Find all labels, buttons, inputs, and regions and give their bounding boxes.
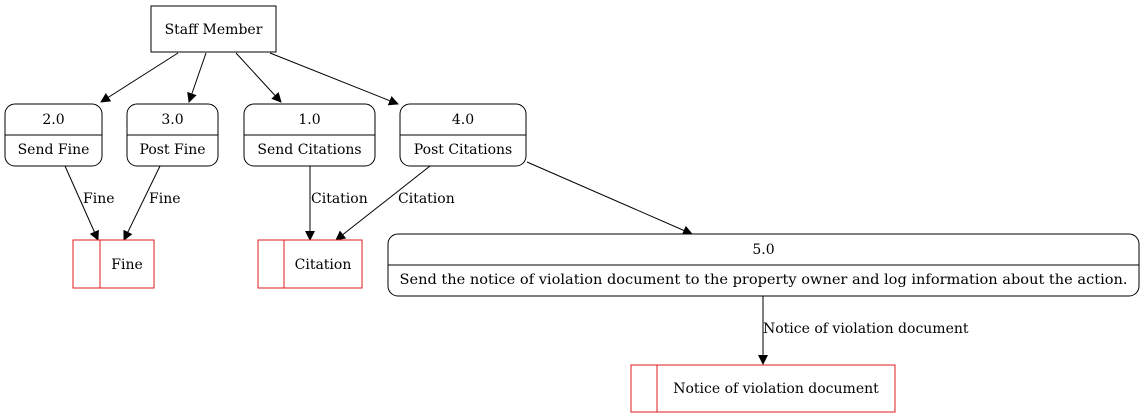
- staff-member-label: Staff Member: [165, 22, 263, 38]
- data-store-citation: Citation: [257, 239, 363, 289]
- process-id: 4.0: [452, 112, 474, 128]
- flow-staff-to-post-citations: [269, 52, 399, 106]
- flow-post-fine-to-fine: [123, 165, 161, 241]
- flow-label: Citation: [398, 191, 455, 207]
- process-send-notice: 5.0 Send the notice of violation documen…: [387, 233, 1140, 297]
- process-id: 3.0: [161, 112, 183, 128]
- process-post-fine: 3.0 Post Fine: [126, 103, 219, 167]
- process-name: Post Citations: [414, 142, 512, 158]
- process-name: Send the notice of violation document to…: [400, 272, 1128, 288]
- data-store-notice-of-violation: Notice of violation document: [630, 364, 896, 413]
- store-label: Citation: [295, 257, 352, 273]
- store-label: Notice of violation document: [673, 381, 879, 397]
- fine-flows: Fine Fine: [64, 165, 181, 241]
- process-send-fine: 2.0 Send Fine: [4, 103, 103, 167]
- process-post-citations: 4.0 Post Citations: [399, 103, 527, 167]
- staff-member-entity: Staff Member: [150, 5, 277, 53]
- entity-flows: [100, 52, 399, 106]
- citation-flows: Citation Citation: [305, 165, 455, 241]
- flow-staff-to-send-citations: [235, 52, 282, 103]
- process-id: 5.0: [752, 242, 774, 258]
- flow-label: Fine: [83, 191, 115, 207]
- process-name: Send Citations: [257, 142, 361, 158]
- data-store-fine: Fine: [72, 239, 155, 289]
- flow-staff-to-post-fine: [187, 52, 207, 103]
- flow-send-fine-to-fine: [64, 165, 99, 241]
- process-id: 2.0: [42, 112, 64, 128]
- flow-label: Notice of violation document: [763, 321, 969, 337]
- flow-post-citations-to-citation: [335, 165, 431, 241]
- flow-post-citations-to-process-5: [526, 161, 693, 235]
- flow-label: Fine: [149, 191, 181, 207]
- process-name: Post Fine: [139, 142, 205, 158]
- process-id: 1.0: [298, 112, 320, 128]
- process-name: Send Fine: [18, 142, 90, 158]
- flow-staff-to-send-fine: [100, 52, 179, 103]
- flow-label: Citation: [311, 191, 368, 207]
- process-send-citations: 1.0 Send Citations: [243, 103, 376, 167]
- store-label: Fine: [111, 257, 143, 273]
